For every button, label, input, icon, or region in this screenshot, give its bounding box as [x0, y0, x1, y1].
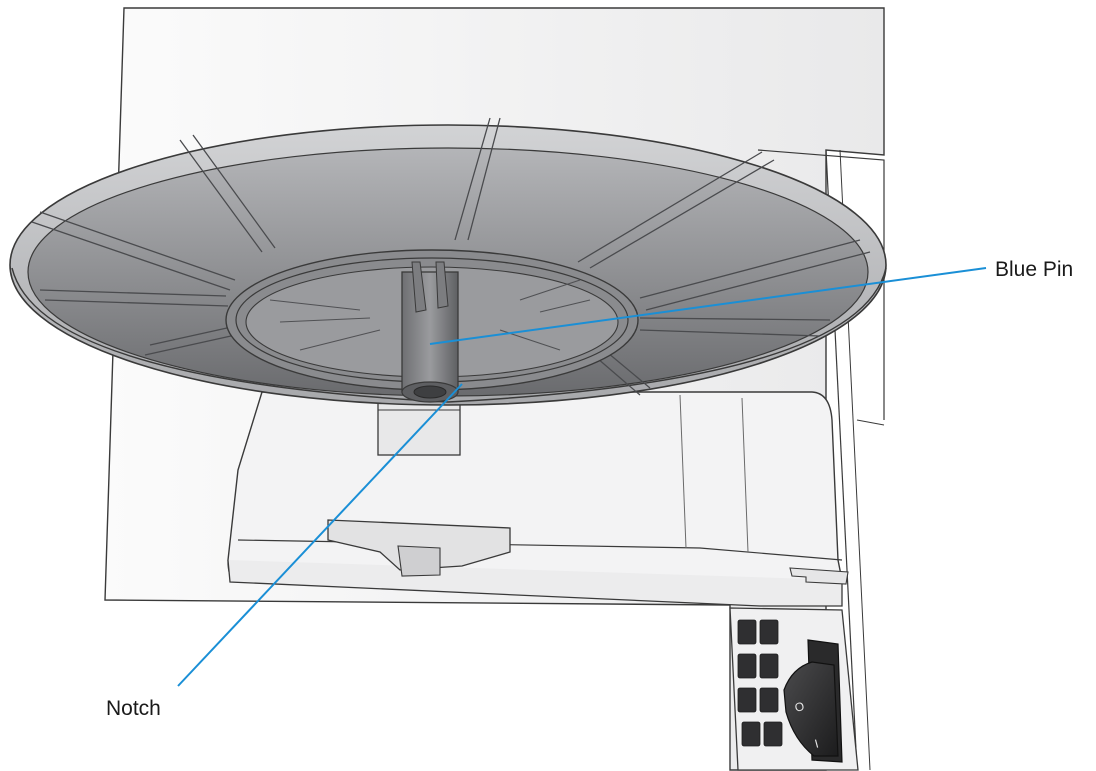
side-panel: O I	[729, 607, 859, 771]
power-switch: O I	[783, 639, 843, 763]
vent-grille	[737, 619, 783, 747]
tray-disk	[9, 117, 887, 406]
notch-label: Notch	[106, 697, 161, 720]
tray-bracket	[227, 391, 849, 607]
blue-pin	[401, 261, 459, 403]
notch-callout-line	[177, 383, 463, 687]
blue-pin-label: Blue Pin	[995, 258, 1073, 281]
switch-off-mark: O	[793, 699, 806, 715]
switch-on-mark: I	[813, 737, 820, 751]
blue-pin-callout-line	[429, 267, 987, 345]
